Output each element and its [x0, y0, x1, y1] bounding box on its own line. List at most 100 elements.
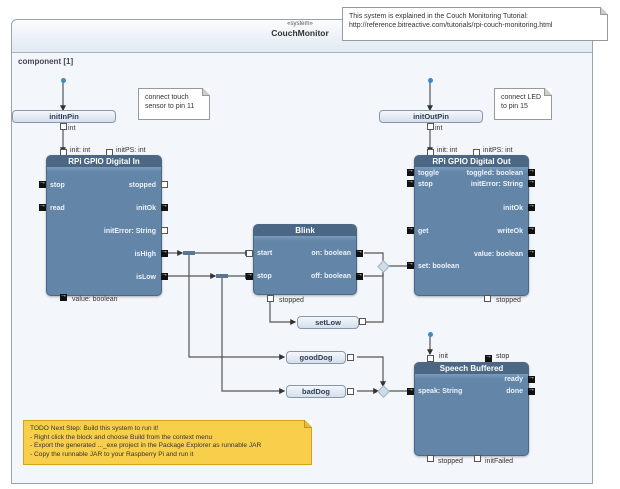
todo-note[interactable]: TODO Next Step: Build this system to run…	[23, 420, 312, 465]
initial-node-speech[interactable]	[428, 332, 433, 337]
tutorial-note[interactable]: This system is explained in the Couch Mo…	[342, 7, 608, 41]
speech-initfailed-pin[interactable]	[474, 455, 481, 462]
blink-title: Blink	[254, 225, 356, 241]
baddog-out-pin[interactable]	[347, 388, 354, 395]
touch-note[interactable]: connect touch sensor to pin 11	[138, 88, 210, 120]
initinpin-out-label: int	[68, 125, 76, 132]
fork-islow[interactable]	[216, 274, 228, 278]
gooddog-out-pin[interactable]	[347, 354, 354, 361]
system-stereotype: «system»	[287, 21, 313, 27]
block-speech-buffered[interactable]: Speech Buffered speak: String ready done	[414, 362, 529, 456]
gpioout-out-toggled: toggled: boolean	[466, 170, 523, 177]
tutorial-note-line1: This system is explained in the Couch Mo…	[349, 13, 528, 20]
gpioin-stop-pin[interactable]	[39, 178, 46, 188]
initoutpin-out-pin[interactable]	[427, 123, 434, 130]
gpioin-islow-pin[interactable]	[161, 270, 168, 280]
gpioin-out-ishigh: isHigh	[134, 251, 156, 258]
gpioin-ishigh-pin[interactable]	[161, 247, 168, 257]
initinpin-out-pin[interactable]	[60, 123, 67, 130]
gpioin-out-initerror: initError: String	[103, 228, 156, 235]
wire-off	[364, 270, 384, 277]
blink-on-pin[interactable]	[356, 247, 363, 257]
block-gpio-digital-out[interactable]: RPi GPIO Digital Out toggle stop get set…	[414, 155, 529, 296]
system-title[interactable]: CouchMonitor	[271, 28, 329, 38]
gpioout-set-pin[interactable]	[407, 259, 414, 269]
speech-speak-pin[interactable]	[407, 385, 414, 395]
gpioout-init-label: init: int	[437, 147, 458, 154]
todo-note-line1: TODO Next Step: Build this system to run…	[30, 425, 159, 432]
blink-start-pin[interactable]	[246, 250, 253, 257]
speech-done-pin[interactable]	[528, 385, 535, 395]
wire-setlow-merge	[359, 270, 384, 323]
fork-ishigh[interactable]	[183, 251, 195, 255]
gpioout-out-value: value: boolean	[473, 251, 523, 258]
blink-off-pin[interactable]	[356, 270, 363, 280]
todo-note-line2: - Right click the block and choose Build…	[30, 433, 213, 441]
gpioin-initerror-pin[interactable]	[161, 227, 168, 234]
speech-stop-label: stop	[496, 353, 510, 360]
operation-gooddog[interactable]: goodDog	[286, 351, 346, 364]
initial-node-out[interactable]	[428, 78, 433, 83]
blink-stopped-label: stopped	[279, 297, 304, 304]
wire-on	[364, 252, 384, 262]
operation-baddog[interactable]: badDog	[286, 385, 346, 398]
gpioin-value-pin[interactable]	[60, 291, 67, 301]
gpioout-toggled-pin[interactable]	[528, 166, 535, 176]
gpioout-in-toggle: toggle	[418, 170, 439, 177]
blink-out-on: on: boolean	[311, 250, 351, 257]
speech-title: Speech Buffered	[415, 363, 528, 379]
gpioout-out-initerror: initError: String	[470, 181, 523, 188]
blink-stopped-pin[interactable]	[267, 295, 274, 302]
block-blink[interactable]: Blink start stop on: boolean off: boolea…	[253, 224, 357, 295]
gpioout-get-pin[interactable]	[407, 224, 414, 234]
gpioin-out-stopped: stopped	[128, 182, 156, 189]
gpioin-in-read: read	[50, 205, 65, 212]
speech-init-pin[interactable]	[427, 355, 434, 362]
speech-out-ready: ready	[504, 376, 523, 383]
component-label: component [1]	[18, 57, 74, 66]
gpioout-writeok-pin[interactable]	[528, 224, 535, 234]
gpioout-in-set: set: boolean	[418, 263, 460, 270]
wire-gooddog-merge	[357, 356, 386, 388]
gpioout-in-get: get	[418, 228, 429, 235]
block-gpio-digital-in[interactable]: RPi GPIO Digital In stop read stopped in…	[46, 155, 162, 296]
gpioin-stopped-pin[interactable]	[161, 181, 168, 188]
gpioin-out-initok: initOk	[136, 205, 156, 212]
gpioout-initok-pin[interactable]	[528, 201, 535, 211]
gpioout-stop-pin[interactable]	[407, 177, 414, 187]
gpioin-read-pin[interactable]	[39, 201, 46, 211]
gpioout-out-writeok: writeOk	[497, 228, 523, 235]
gpioin-initps-label: initPS: int	[116, 147, 146, 154]
gpioout-stopped-pin[interactable]	[484, 295, 491, 302]
gpioout-initps-label: initPS: int	[483, 147, 513, 154]
blink-stop-pin[interactable]	[246, 270, 253, 280]
speech-in-speak: speak: String	[418, 388, 463, 395]
gpioout-initerror-pin[interactable]	[528, 177, 535, 187]
gpioout-toggle-pin[interactable]	[407, 166, 414, 176]
gpioin-initok-pin[interactable]	[161, 201, 168, 211]
gpioin-in-stop: stop	[50, 182, 65, 189]
speech-init-label: init	[439, 353, 448, 360]
speech-out-done: done	[506, 388, 523, 395]
setlow-out-pin[interactable]	[359, 318, 366, 325]
led-note-line2: to pin 15	[501, 103, 528, 110]
gpioin-title: RPi GPIO Digital In	[47, 156, 161, 172]
led-note[interactable]: connect LED to pin 15	[494, 88, 552, 120]
touch-note-line2: sensor to pin 11	[145, 103, 195, 110]
initial-node-in[interactable]	[61, 78, 66, 83]
gpioout-value-pin[interactable]	[528, 247, 535, 257]
operation-setlow[interactable]: setLow	[297, 316, 359, 329]
speech-ready-pin[interactable]	[528, 373, 535, 383]
speech-stop-pin[interactable]	[485, 352, 492, 362]
speech-stopped-pin[interactable]	[427, 455, 434, 462]
blink-in-start: start	[257, 250, 273, 257]
todo-note-line3: - Export the generated ..._exe project i…	[30, 442, 262, 449]
initoutpin-out-label: int	[435, 125, 443, 132]
operation-initoutpin[interactable]: initOutPin	[379, 110, 483, 123]
operation-initinpin[interactable]: initInPin	[12, 110, 116, 123]
gpioin-out-islow: isLow	[136, 274, 156, 281]
gpioin-value-label: value: boolean	[72, 296, 118, 303]
speech-stopped-label: stopped	[438, 458, 463, 465]
led-note-line1: connect LED	[501, 94, 542, 101]
tutorial-note-url: http://reference.bitreactive.com/tutoria…	[349, 22, 553, 29]
